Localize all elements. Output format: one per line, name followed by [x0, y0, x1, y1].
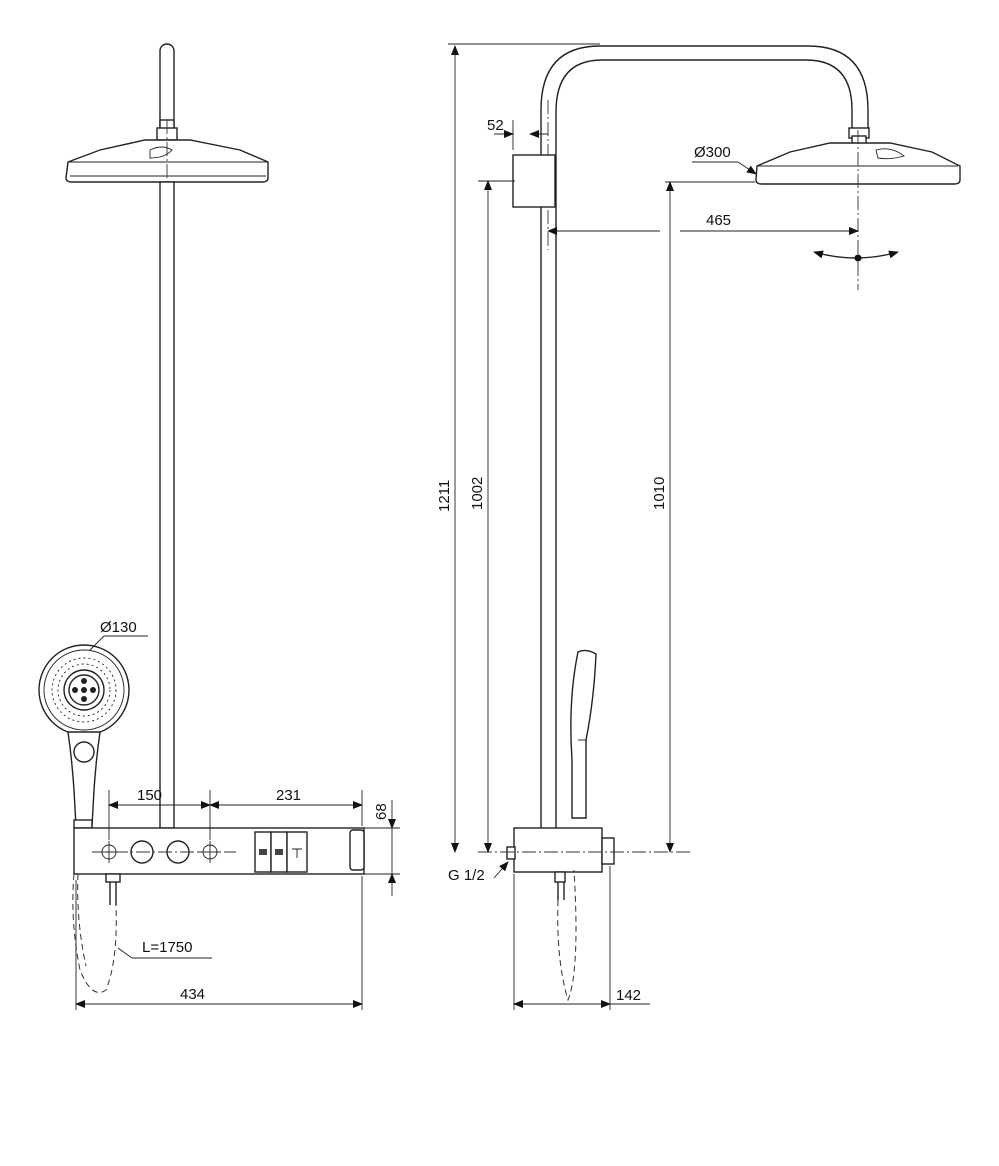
- bar-side: [513, 827, 603, 873]
- dim-465: 465: [706, 212, 731, 229]
- riser-pipe-front: [159, 181, 175, 829]
- dim-handshower-diameter: Ø130: [100, 619, 137, 636]
- dim-head-diameter: Ø300: [694, 144, 731, 161]
- thermostat-bar: [73, 827, 365, 875]
- dim-52: 52: [487, 117, 504, 134]
- dim-231: 231: [276, 787, 301, 804]
- hand-shower: [38, 644, 130, 829]
- dim-434: 434: [180, 986, 205, 1003]
- side-view: 1211 1002 1010 52 465 Ø300 G 1/2 142: [436, 43, 961, 1010]
- shower-head-icon: [292, 848, 302, 858]
- bath-spout-icon: [275, 849, 283, 855]
- dim-1002: 1002: [469, 477, 486, 510]
- dim-1211: 1211: [436, 480, 453, 512]
- dim-connection: G 1/2: [448, 867, 485, 884]
- front-view: 150 231 68 434 L=1750 Ø130: [38, 43, 400, 1010]
- dim-68: 68: [373, 803, 390, 820]
- hand-shower-side: [570, 649, 597, 819]
- wall-bracket: [512, 154, 556, 208]
- dim-150: 150: [137, 787, 162, 804]
- riser-arm-side: [540, 45, 869, 828]
- dim-1010: 1010: [651, 477, 668, 510]
- handshower-icon: [259, 849, 267, 855]
- dim-142: 142: [616, 987, 641, 1004]
- dim-hose-length: L=1750: [142, 939, 192, 956]
